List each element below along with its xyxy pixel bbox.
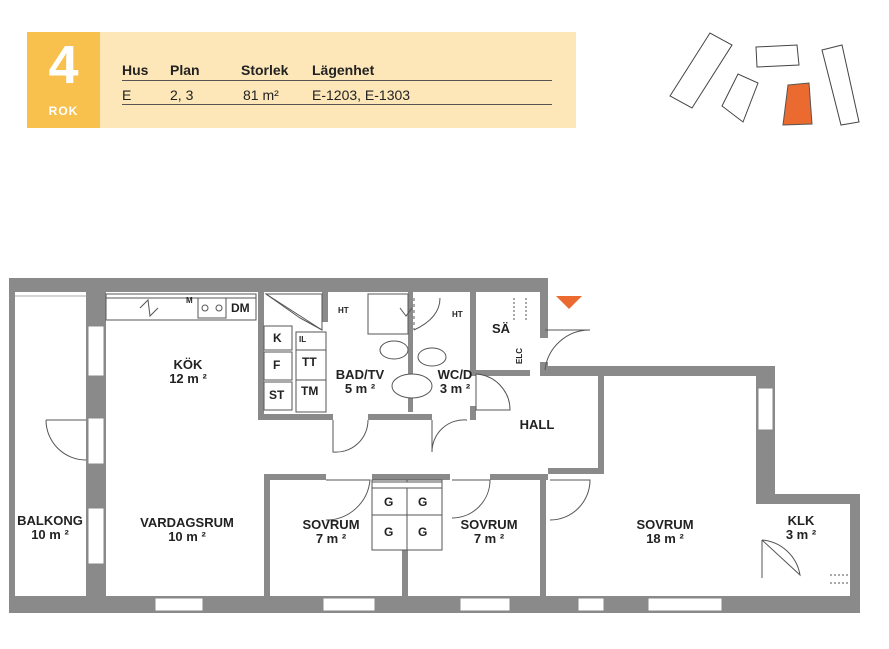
room-balkong-name: BALKONG bbox=[17, 513, 83, 528]
kitchen-counter bbox=[105, 293, 257, 321]
fixture-elc: ELC bbox=[515, 348, 524, 364]
room-sovrum-2: SOVRUM 7 m ² bbox=[456, 518, 522, 546]
col-header-storlek: Storlek bbox=[241, 62, 289, 78]
kitchen-appliances bbox=[263, 325, 327, 413]
fixture-ht-wc: HT bbox=[452, 310, 463, 319]
room-sovrum-3-area: 18 m ² bbox=[646, 531, 684, 546]
fixture-il: IL bbox=[299, 335, 307, 344]
fixture-storage: ST bbox=[269, 388, 285, 402]
floor-plan-drawing bbox=[9, 278, 860, 613]
fixture-dryer: TT bbox=[302, 355, 317, 369]
site-building-e bbox=[821, 44, 860, 126]
room-klk-name: KLK bbox=[787, 513, 815, 528]
site-building-b bbox=[721, 73, 759, 123]
value-divider bbox=[122, 104, 552, 105]
header-divider bbox=[122, 80, 552, 81]
wardrobe-1: G bbox=[384, 495, 394, 509]
room-sovrum-3: SOVRUM 18 m ² bbox=[632, 518, 698, 546]
room-sovrum-1-name: SOVRUM bbox=[302, 517, 360, 532]
col-header-plan: Plan bbox=[170, 62, 200, 78]
room-badtv: BAD/TV 5 m ² bbox=[330, 368, 390, 396]
room-kok: KÖK 12 m ² bbox=[158, 358, 218, 386]
entrance-marker-icon bbox=[556, 296, 582, 309]
wardrobe-2: G bbox=[418, 495, 428, 509]
closet-lines bbox=[513, 298, 850, 584]
fixture-fridge: K bbox=[273, 331, 282, 345]
wardrobes bbox=[371, 479, 443, 551]
room-sovrum-2-area: 7 m ² bbox=[473, 531, 505, 546]
bathroom-fixtures bbox=[264, 293, 447, 399]
room-sovrum-2-name: SOVRUM bbox=[460, 517, 518, 532]
wardrobe-3: G bbox=[384, 525, 394, 539]
value-plan: 2, 3 bbox=[170, 87, 194, 103]
site-plan-map bbox=[669, 32, 860, 126]
room-wcd: WC/D 3 m ² bbox=[430, 368, 480, 396]
bottom-windows bbox=[154, 597, 723, 612]
room-klk-area: 3 m ² bbox=[785, 527, 817, 542]
interior-walls bbox=[258, 292, 604, 596]
value-hus: E bbox=[122, 87, 132, 103]
balcony bbox=[15, 292, 86, 596]
right-window bbox=[757, 387, 774, 431]
room-sa: SÄ bbox=[486, 322, 516, 336]
apartment-info-panel: Hus Plan Storlek Lägenhet E 2, 3 81 m² E… bbox=[100, 32, 576, 128]
site-building-selected bbox=[782, 82, 813, 126]
outer-walls bbox=[9, 278, 860, 613]
room-hall: HALL bbox=[512, 418, 562, 432]
room-wcd-name: WC/D bbox=[437, 367, 473, 382]
room-badtv-name: BAD/TV bbox=[335, 367, 385, 382]
room-sovrum-1-area: 7 m ² bbox=[315, 531, 347, 546]
room-balkong: BALKONG 10 m ² bbox=[14, 514, 86, 542]
room-balkong-area: 10 m ² bbox=[31, 527, 69, 542]
room-vardagsrum-name: VARDAGSRUM bbox=[140, 515, 234, 530]
site-building-a bbox=[669, 32, 733, 109]
site-building-c bbox=[755, 44, 800, 68]
fixture-washer: TM bbox=[301, 384, 319, 398]
fixture-ht-bad: HT bbox=[338, 306, 349, 315]
room-hall-name: HALL bbox=[519, 417, 555, 432]
left-windows bbox=[87, 325, 105, 565]
room-kok-area: 12 m ² bbox=[169, 371, 207, 386]
room-wcd-area: 3 m ² bbox=[439, 381, 471, 396]
room-vardagsrum: VARDAGSRUM 10 m ² bbox=[132, 516, 242, 544]
rooms-unit: ROK bbox=[48, 104, 79, 118]
room-kok-name: KÖK bbox=[173, 357, 203, 372]
col-header-lagenhet: Lägenhet bbox=[312, 62, 375, 78]
room-vardagsrum-area: 10 m ² bbox=[168, 529, 206, 544]
rooms-badge: 4 ROK bbox=[27, 32, 100, 128]
floor-plan: KÖK 12 m ² VARDAGSRUM 10 m ² BALKONG 10 … bbox=[0, 270, 889, 649]
room-klk: KLK 3 m ² bbox=[778, 514, 824, 542]
room-badtv-area: 5 m ² bbox=[344, 381, 376, 396]
rooms-count: 4 bbox=[48, 35, 79, 95]
value-storlek: 81 m² bbox=[243, 87, 279, 103]
fixture-freezer: F bbox=[273, 358, 281, 372]
fixture-microwave: M bbox=[186, 296, 193, 305]
value-lagenhet: E-1203, E-1303 bbox=[312, 87, 411, 103]
doors bbox=[45, 329, 801, 578]
room-sa-name: SÄ bbox=[491, 321, 511, 336]
room-sovrum-3-name: SOVRUM bbox=[636, 517, 694, 532]
fixture-dishwasher: DM bbox=[231, 301, 250, 315]
col-header-hus: Hus bbox=[122, 62, 149, 78]
room-sovrum-1: SOVRUM 7 m ² bbox=[298, 518, 364, 546]
wardrobe-4: G bbox=[418, 525, 428, 539]
